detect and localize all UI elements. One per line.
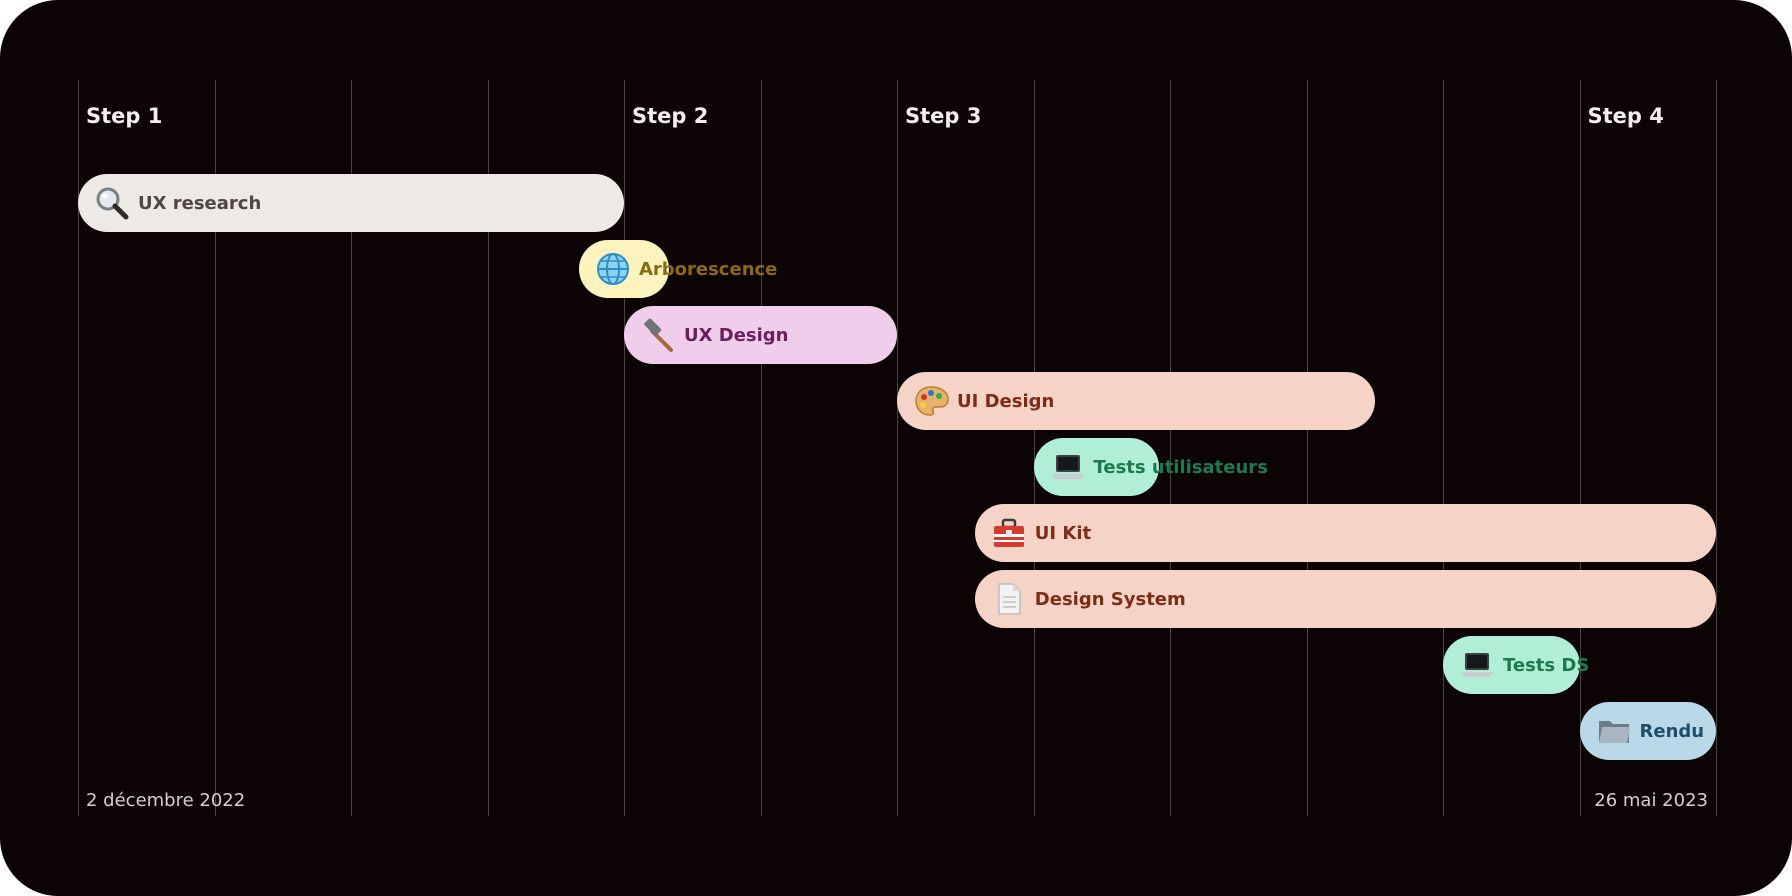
task-bar-tests-utilisateurs xyxy=(1033,438,1160,496)
step-label: Step 2 xyxy=(632,104,709,128)
step-label: Step 1 xyxy=(86,104,163,128)
start-date-label: 2 décembre 2022 xyxy=(86,790,246,811)
gridline xyxy=(624,80,625,816)
gridline xyxy=(1033,80,1035,816)
gridline xyxy=(78,80,79,816)
task-bar-tests-ds xyxy=(1443,636,1580,694)
gridline xyxy=(487,80,489,816)
gridline xyxy=(1443,80,1444,816)
gridline xyxy=(897,80,898,816)
task-bar-ui-design xyxy=(897,372,1375,430)
gridline xyxy=(1579,80,1581,816)
task-bar-ux-research xyxy=(78,174,624,232)
gridline xyxy=(214,80,216,816)
task-bar-rendu xyxy=(1579,702,1716,760)
step-label: Step 4 xyxy=(1587,104,1664,128)
gridline xyxy=(1170,80,1171,816)
gridline xyxy=(1716,80,1717,816)
gridline xyxy=(351,80,352,816)
step-label: Step 3 xyxy=(905,104,982,128)
task-bar-arborescence xyxy=(578,240,670,298)
gridline xyxy=(1306,80,1308,816)
end-date-label: 26 mai 2023 xyxy=(1594,790,1708,811)
task-bar-ui-kit xyxy=(974,504,1716,562)
task-bar-design-system xyxy=(974,570,1716,628)
task-bar-ux-design xyxy=(624,306,897,364)
gridline xyxy=(760,80,762,816)
